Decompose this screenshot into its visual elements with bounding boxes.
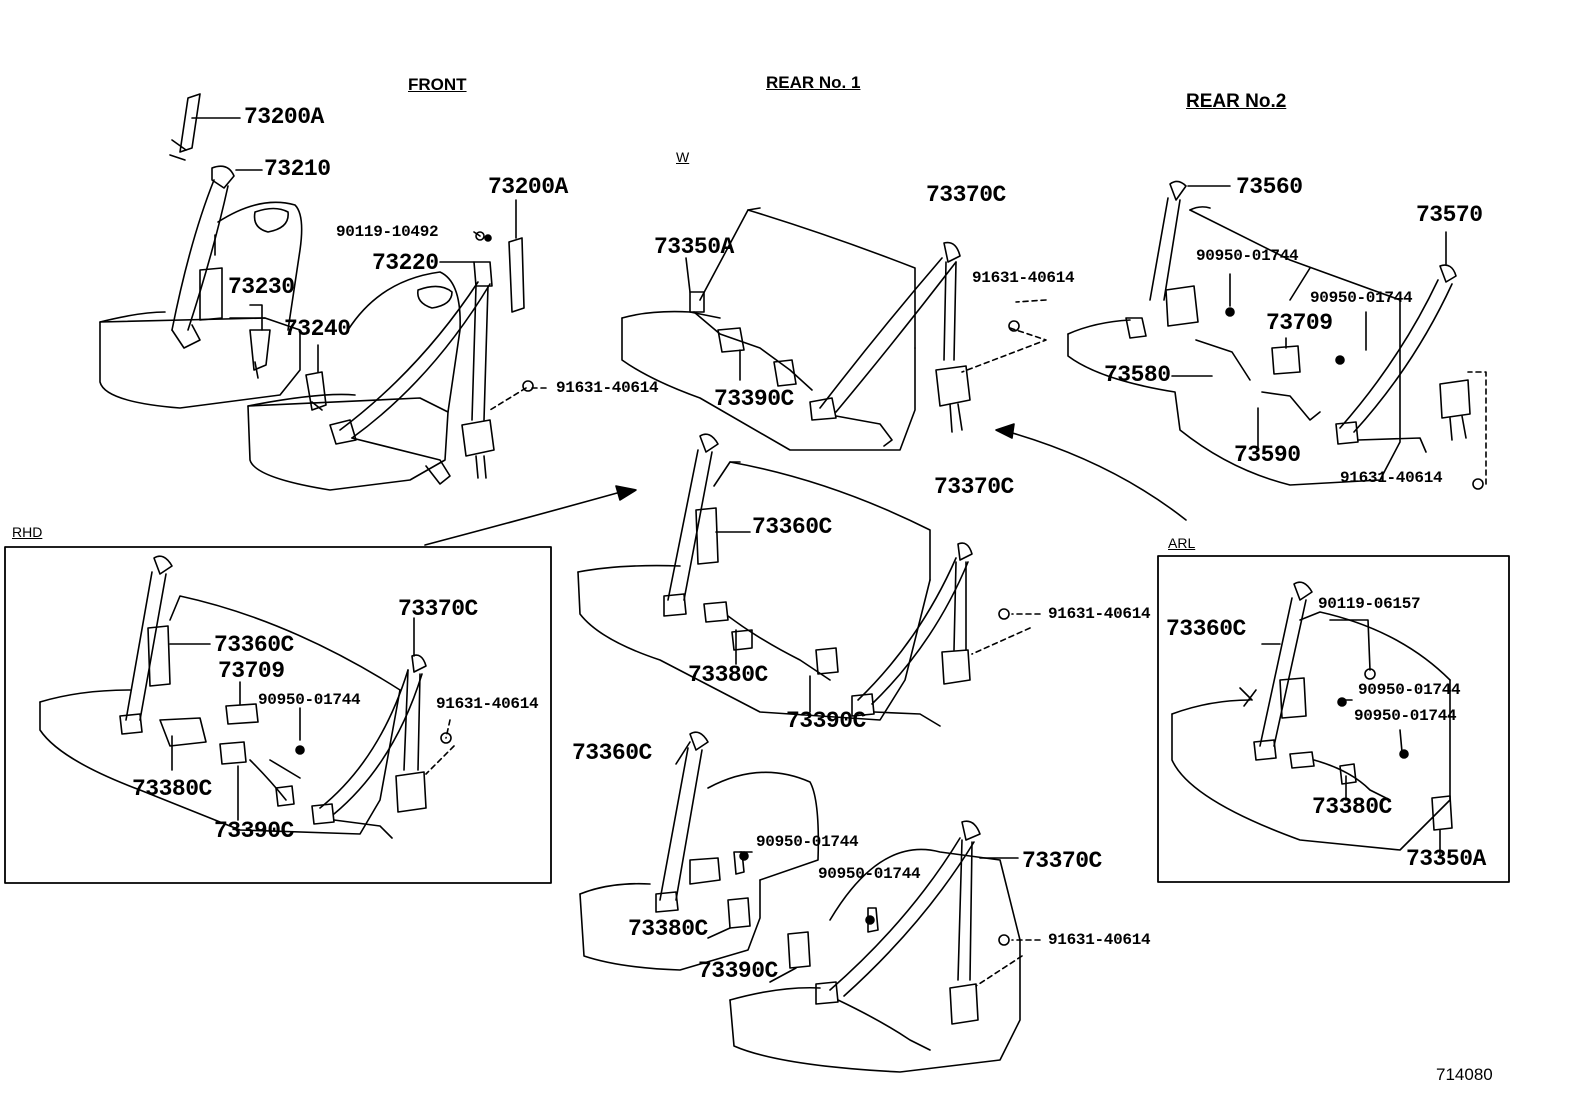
part-label-73390C-bot: 73390C [698,958,778,984]
part-label-90950-01744-rhd: 90950-01744 [258,691,361,709]
part-label-90119-06157: 90119-06157 [1318,595,1421,613]
arl-belt [1239,581,1453,831]
part-label-90119-10492: 90119-10492 [336,223,439,241]
part-label-73350A-arl: 73350A [1406,846,1486,872]
mid-bench-seat [577,461,931,721]
leader-91631-40614-w [961,299,1047,373]
part-label-90950-01744-r2b: 90950-01744 [1310,289,1413,307]
mid-bench-belt [663,433,973,727]
bottom-left-belt [655,731,751,929]
part-label-73560: 73560 [1236,174,1303,200]
part-label-73370C-rhd: 73370C [398,596,478,622]
part-label-90950-01744-arl-a: 90950-01744 [1358,681,1461,699]
part-label-91631-40614-bot: 91631-40614 [1048,931,1151,949]
part-label-73380C-mid: 73380C [688,662,768,688]
part-label-73360C-bot: 73360C [572,740,652,766]
transition-arrow-right [995,423,1187,521]
part-label-90950-01744-r2a: 90950-01744 [1196,247,1299,265]
part-label-73360C-mid: 73360C [752,514,832,540]
rhd-bench-seat [39,595,401,835]
rear1-w-belt [689,241,971,447]
part-label-73580: 73580 [1104,362,1171,388]
leader-90119-10492 [473,231,481,237]
part-label-73390C-w: 73390C [714,386,794,412]
part-label-73390C-rhd: 73390C [214,818,294,844]
rear2-seat [1067,206,1401,486]
leader-91631-40614-r2 [1467,371,1487,485]
leader-91631-40614-rhd [425,719,455,775]
part-label-73370C-bot: 73370C [1022,848,1102,874]
section-label-rear1: REAR No. 1 [766,73,861,92]
part-label-91631-40614-front: 91631-40614 [556,379,659,397]
part-label-73360C-arl: 73360C [1166,616,1246,642]
part-label-90950-01744-bot-a: 90950-01744 [756,833,859,851]
part-label-73380C-rhd: 73380C [132,776,212,802]
section-label-front: FRONT [408,75,467,94]
section-label-rhd: RHD [12,524,43,540]
section-label-rear2: REAR No.2 [1186,91,1287,112]
leader-73350A-w [685,257,691,293]
part-label-73590: 73590 [1234,442,1301,468]
rhd-seat-line [269,759,301,779]
part-label-91631-40614-rhd: 91631-40614 [436,695,539,713]
part-label-91631-40614-mid: 91631-40614 [1048,605,1151,623]
front-left-belt [169,93,271,379]
part-label-90950-01744-arl-b: 90950-01744 [1354,707,1457,725]
part-label-91631-40614-w: 91631-40614 [972,269,1075,287]
arl-inset-box [1157,555,1510,883]
leader-91631-40614-front [489,387,549,411]
bottom-left-seat [579,771,820,971]
part-label-73350A-w: 73350A [654,234,734,260]
part-label-73360C-rhd: 73360C [214,632,294,658]
part-label-73709-r2: 73709 [1266,310,1333,336]
part-label-73210: 73210 [264,156,331,182]
fastener-icons [295,234,1409,925]
part-label-73240: 73240 [284,316,351,342]
part-label-73390C-mid: 73390C [786,708,866,734]
part-label-73709-rhd: 73709 [218,658,285,684]
part-label-73220: 73220 [372,250,439,276]
leader-73380C-bot [707,927,731,939]
rear2-belt [1125,180,1471,453]
part-label-73380C-bot: 73380C [628,916,708,942]
part-label-73370C-mid: 73370C [934,474,1014,500]
leader-90950-a [1229,267,1311,307]
leader-73360C-bot [675,741,691,765]
transition-arrow-left [424,485,637,546]
part-label-73380C-arl: 73380C [1312,794,1392,820]
rhd-belt [119,555,427,839]
part-label-73230: 73230 [228,274,295,300]
part-label-73200A: 73200A [244,104,324,130]
part-label-90950-01744-bot-b: 90950-01744 [818,865,921,883]
leader-90950-arl-b [1399,729,1403,753]
leader-73390C-bot [769,967,797,983]
figure-reference-number: 714080 [1436,1065,1493,1084]
part-label-73200A-b: 73200A [488,174,568,200]
part-label-91631-40614-r2: 91631-40614 [1340,469,1443,487]
leader-91631-40614-mid [971,613,1041,655]
section-label-arl: ARL [1168,535,1196,551]
section-label-w: W [676,149,690,165]
front-left-seat [99,201,303,409]
bottom-right-belt [787,820,981,1051]
bottom-right-seat [729,848,1021,1073]
part-label-73570: 73570 [1416,202,1483,228]
arl-bench-seat [1171,611,1451,851]
leader-73230 [249,304,263,331]
leader-91631-40614-bot [975,939,1041,987]
front-right-belt [305,231,525,485]
rhd-inset-box [4,546,552,884]
part-label-73370C-w: 73370C [926,182,1006,208]
leader-90119-06157 [1329,619,1371,671]
